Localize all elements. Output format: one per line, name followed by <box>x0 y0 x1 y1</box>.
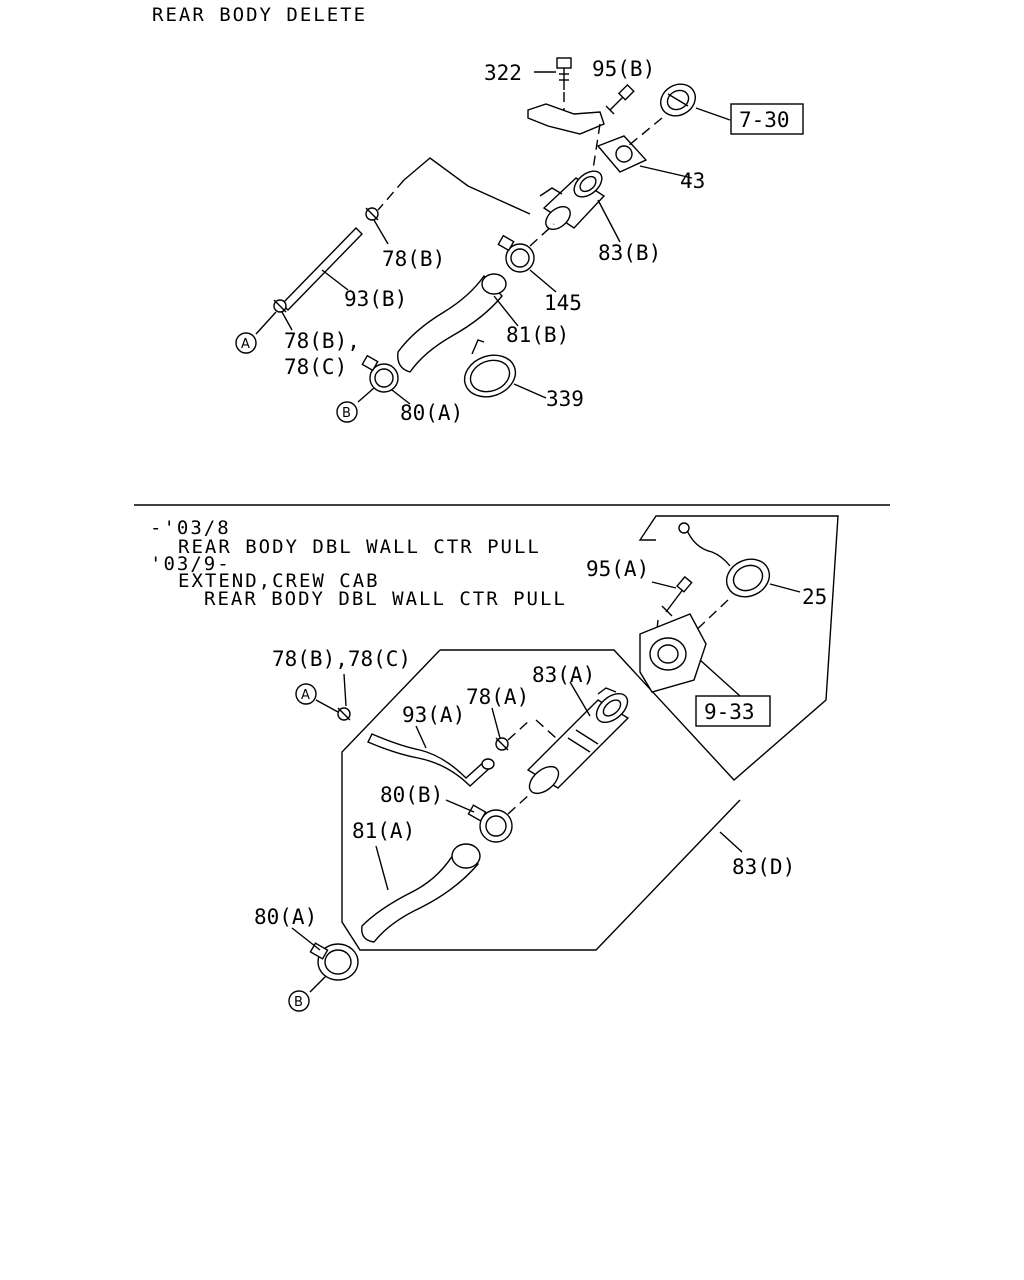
label-93b: 93(B) <box>344 287 407 311</box>
leader-80a-upper <box>391 389 411 405</box>
label-93a: 93(A) <box>402 703 465 727</box>
label-145: 145 <box>544 291 582 315</box>
lower-heading-line-3: '03/9- <box>150 553 231 575</box>
ref-7-30: 7-30 <box>739 108 790 132</box>
ref-box-9-33 <box>695 695 771 727</box>
filler-plate-43-icon <box>596 135 648 173</box>
fuel-cap-icon <box>660 83 696 117</box>
band-339-icon <box>463 339 517 398</box>
clamp-80a-upper-icon <box>361 354 399 393</box>
screw-95a-icon <box>661 575 693 617</box>
circle-a-upper-letter: A <box>241 337 250 352</box>
circle-a-lower <box>295 683 317 705</box>
leader-80a-lower <box>291 927 321 951</box>
leader-25 <box>769 583 801 593</box>
circle-b-upper <box>336 401 358 423</box>
label-78b-78c: 78(B),78(C) <box>272 647 411 671</box>
circle-a-upper <box>235 332 257 354</box>
leader-83a <box>569 681 591 717</box>
leader-339 <box>513 383 547 399</box>
filler-neck-83b-icon <box>539 170 606 231</box>
clip-78b-78c-lower-icon <box>337 707 351 721</box>
assembly-83d-outline-upper <box>440 515 839 781</box>
leader-78a <box>491 707 501 739</box>
leader-83b <box>597 199 621 243</box>
label-25: 25 <box>802 585 827 609</box>
clip-78a-icon <box>495 737 509 751</box>
lower-section: -'03/8 REAR BODY DBL WALL CTR PULL '03/9… <box>150 515 839 1012</box>
leader-80b <box>445 799 475 813</box>
leader-7-30 <box>695 107 731 121</box>
clamp-80a-lower-icon <box>309 942 359 981</box>
label-78b-comma: 78(B), <box>284 329 360 353</box>
leader-145 <box>529 269 557 293</box>
label-43: 43 <box>680 169 705 193</box>
leader-78b-78c <box>343 673 347 707</box>
ref-9-33: 9-33 <box>704 700 755 724</box>
leader-93b <box>321 269 349 291</box>
clip-78b-icon <box>365 207 379 221</box>
label-78a: 78(A) <box>466 685 529 709</box>
label-95a: 95(A) <box>586 557 649 581</box>
vent-hose-93a-icon <box>367 733 494 787</box>
upper-heading: REAR BODY DELETE <box>152 4 367 26</box>
upper-section: REAR BODY DELETE 322 95(B) 43 <box>152 4 804 425</box>
leader-81b <box>493 295 519 327</box>
clamp-145-icon <box>497 234 535 273</box>
label-78b: 78(B) <box>382 247 445 271</box>
leader-95a <box>651 581 677 589</box>
leader-93a <box>415 725 427 749</box>
label-83b: 83(B) <box>598 241 661 265</box>
circle-a-lower-letter: A <box>301 688 310 703</box>
filler-hose-81a-icon <box>361 843 481 943</box>
bolt-322-icon <box>556 57 572 112</box>
label-339: 339 <box>546 387 584 411</box>
circle-b-lower-letter: B <box>294 995 303 1010</box>
clamp-80b-icon <box>467 804 513 843</box>
lower-heading-line-5: REAR BODY DBL WALL CTR PULL <box>204 588 567 610</box>
fuel-housing-icon <box>639 613 707 693</box>
screw-95b-icon <box>605 83 635 115</box>
assembly-83d-outline-lower <box>341 649 741 951</box>
label-95b: 95(B) <box>592 57 655 81</box>
circle-b-upper-letter: B <box>342 406 351 421</box>
label-83a: 83(A) <box>532 663 595 687</box>
filler-hose-81b-icon <box>397 273 507 373</box>
label-78c: 78(C) <box>284 355 347 379</box>
leader-9-33 <box>699 659 741 697</box>
leader-78b <box>373 219 389 245</box>
bracket-icon <box>527 103 605 135</box>
lower-heading-line-1: -'03/8 <box>150 517 231 539</box>
label-80a-lower: 80(A) <box>254 905 317 929</box>
filler-neck-83a-icon <box>526 687 630 795</box>
leader-81a <box>375 845 389 891</box>
lower-heading-line-2: REAR BODY DBL WALL CTR PULL <box>178 536 541 558</box>
circle-b-lower <box>288 990 310 1012</box>
ref-box-7-30 <box>730 103 804 135</box>
fuel-cap-25-icon <box>678 522 771 598</box>
leader-43 <box>639 165 693 179</box>
label-322: 322 <box>484 61 522 85</box>
label-81b: 81(B) <box>506 323 569 347</box>
lower-heading-line-4: EXTEND,CREW CAB <box>178 570 380 592</box>
leader-83d <box>719 831 743 853</box>
label-81a: 81(A) <box>352 819 415 843</box>
vent-route-line <box>403 157 531 215</box>
label-80b: 80(B) <box>380 783 443 807</box>
label-80a-upper: 80(A) <box>400 401 463 425</box>
label-83d: 83(D) <box>732 855 795 879</box>
clip-78b-78c-icon <box>273 299 287 313</box>
